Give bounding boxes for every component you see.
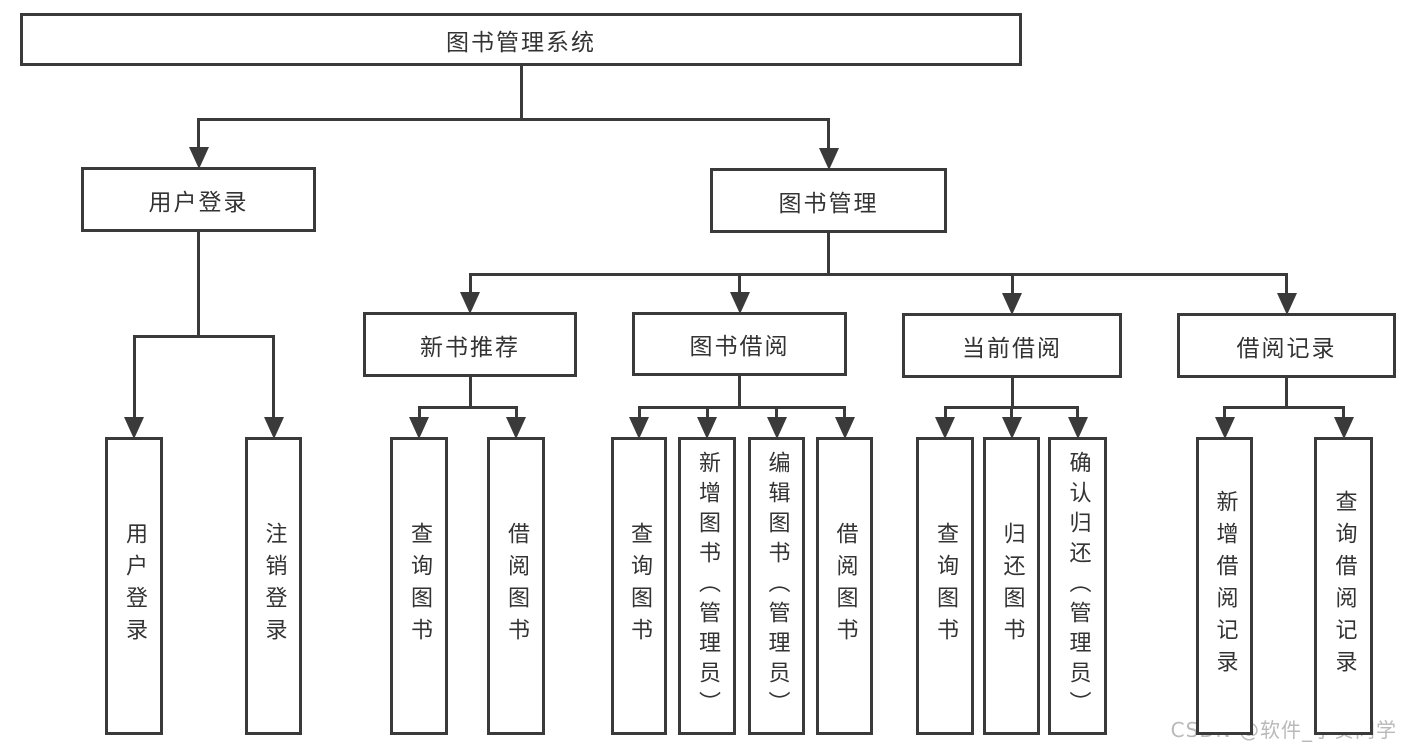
node-label-new-book-rec: 新书推荐 (420, 334, 520, 361)
node-leaf-logout: 注销登录 (245, 437, 302, 735)
arrow-down-icon-book-mgmt (818, 148, 839, 170)
connector-drop-book-borrow (738, 273, 741, 294)
connector-drop-user-login (197, 118, 200, 149)
connector-drop-book-mgmt (827, 118, 830, 150)
connector-stem-borrow-records (1285, 376, 1288, 409)
node-leaf-user-login: 用户登录 (105, 437, 163, 735)
arrow-down-icon-current-borrow (1002, 293, 1022, 315)
arrow-down-icon-leaf-bb-edit (766, 417, 787, 439)
node-leaf-nb-borrow: 借阅图书 (487, 437, 545, 735)
node-label-current-borrow: 当前借阅 (962, 335, 1062, 362)
node-label-book-borrow: 图书借阅 (689, 334, 790, 360)
node-label-leaf-nb-query: 查询图书 (407, 522, 432, 650)
connector-rail-borrow-records (1223, 406, 1345, 409)
node-current-borrow: 当前借阅 (902, 313, 1122, 378)
connector-drop-leaf-user-login (132, 335, 136, 419)
node-label-leaf-cb-return: 归还图书 (999, 522, 1025, 650)
node-user-login: 用户登录 (81, 167, 316, 232)
node-book-borrow: 图书借阅 (632, 312, 847, 376)
node-label-borrow-records: 借阅记录 (1236, 335, 1337, 362)
node-leaf-br-add: 新增借阅记录 (1196, 437, 1253, 735)
connector-drop-current-borrow (1010, 273, 1014, 295)
arrow-down-icon-borrow-records (1276, 293, 1297, 315)
connector-rail-new-book-rec (417, 406, 518, 409)
node-label-leaf-bb-borrow: 借阅图书 (832, 522, 858, 650)
connector-stem-book-mgmt (827, 231, 830, 276)
connector-drop-leaf-logout (272, 335, 275, 419)
arrow-down-icon-leaf-nb-borrow (506, 417, 526, 439)
node-label-leaf-br-add: 新增借阅记录 (1212, 490, 1238, 682)
connector-drop-leaf-cb-return (1010, 406, 1013, 419)
arrow-down-icon-user-login (188, 147, 209, 169)
node-label-leaf-br-query: 查询借阅记录 (1331, 490, 1357, 682)
connector-stem-user-login (197, 230, 200, 338)
connector-drop-leaf-br-query (1342, 406, 1345, 419)
arrow-down-icon-leaf-cb-query (935, 417, 955, 439)
node-label-leaf-bb-add: 新增图书（管理员） (695, 451, 720, 721)
connector-drop-leaf-cb-confirm (1076, 406, 1079, 419)
arrow-down-icon-leaf-bb-borrow (834, 417, 855, 439)
node-leaf-cb-confirm: 确认归还（管理员） (1048, 437, 1107, 735)
node-label-root: 图书管理系统 (446, 29, 596, 56)
arrow-down-icon-book-borrow (729, 292, 750, 314)
arrow-down-icon-leaf-nb-query (409, 417, 429, 439)
node-borrow-records: 借阅记录 (1177, 313, 1396, 378)
connector-drop-leaf-bb-borrow (843, 406, 846, 419)
node-leaf-cb-return: 归还图书 (983, 437, 1040, 735)
arrow-down-icon-new-book-rec (460, 292, 480, 314)
connector-drop-leaf-bb-add (705, 406, 709, 419)
arrow-down-icon-leaf-br-query (1333, 417, 1354, 439)
node-label-leaf-cb-query: 查询图书 (933, 522, 958, 650)
node-leaf-bb-edit: 编辑图书（管理员） (748, 437, 805, 735)
node-label-leaf-bb-edit: 编辑图书（管理员） (764, 451, 790, 721)
node-label-leaf-cb-confirm: 确认归还（管理员） (1065, 451, 1091, 721)
connector-drop-new-book-rec (468, 273, 472, 294)
node-label-leaf-user-login: 用户登录 (122, 522, 147, 650)
node-leaf-nb-query: 查询图书 (390, 437, 448, 735)
connector-rail-user-login (132, 335, 275, 338)
connector-rail-book-borrow (637, 406, 846, 409)
connector-drop-leaf-nb-borrow (514, 406, 518, 419)
connector-drop-leaf-cb-query (943, 406, 947, 419)
arrow-down-icon-leaf-br-add (1214, 417, 1235, 439)
connector-rail-book-mgmt (468, 273, 1288, 276)
node-label-leaf-nb-borrow: 借阅图书 (504, 522, 529, 650)
node-leaf-cb-query: 查询图书 (916, 437, 974, 735)
node-leaf-bb-borrow: 借阅图书 (816, 437, 873, 735)
connector-stem-book-borrow (738, 374, 741, 409)
node-label-leaf-bb-query: 查询图书 (627, 522, 652, 650)
node-leaf-br-query: 查询借阅记录 (1314, 437, 1373, 735)
node-label-leaf-logout: 注销登录 (261, 522, 287, 650)
connector-drop-leaf-br-add (1223, 406, 1226, 419)
arrow-down-icon-leaf-user-login (124, 417, 144, 439)
arrow-down-icon-leaf-logout (263, 417, 284, 439)
connector-stem-current-borrow (1010, 376, 1014, 409)
arrow-down-icon-leaf-bb-query (629, 417, 649, 439)
node-leaf-bb-add: 新增图书（管理员） (678, 437, 736, 735)
connector-drop-leaf-nb-query (417, 406, 421, 419)
connector-rail-root (197, 118, 830, 121)
node-leaf-bb-query: 查询图书 (611, 437, 667, 735)
connector-drop-leaf-bb-query (637, 406, 641, 419)
node-book-mgmt: 图书管理 (710, 168, 947, 233)
arrow-down-icon-leaf-bb-add (697, 417, 717, 439)
connector-stem-new-book-rec (468, 375, 472, 409)
node-label-book-mgmt: 图书管理 (778, 190, 879, 217)
connector-stem-root (519, 64, 523, 121)
connector-drop-leaf-bb-edit (775, 406, 778, 419)
arrow-down-icon-leaf-cb-return (1001, 417, 1022, 439)
node-new-book-rec: 新书推荐 (363, 312, 577, 377)
connector-drop-borrow-records (1285, 273, 1288, 295)
arrow-down-icon-leaf-cb-confirm (1067, 417, 1088, 439)
node-root: 图书管理系统 (20, 13, 1022, 66)
node-label-user-login: 用户登录 (148, 189, 249, 216)
